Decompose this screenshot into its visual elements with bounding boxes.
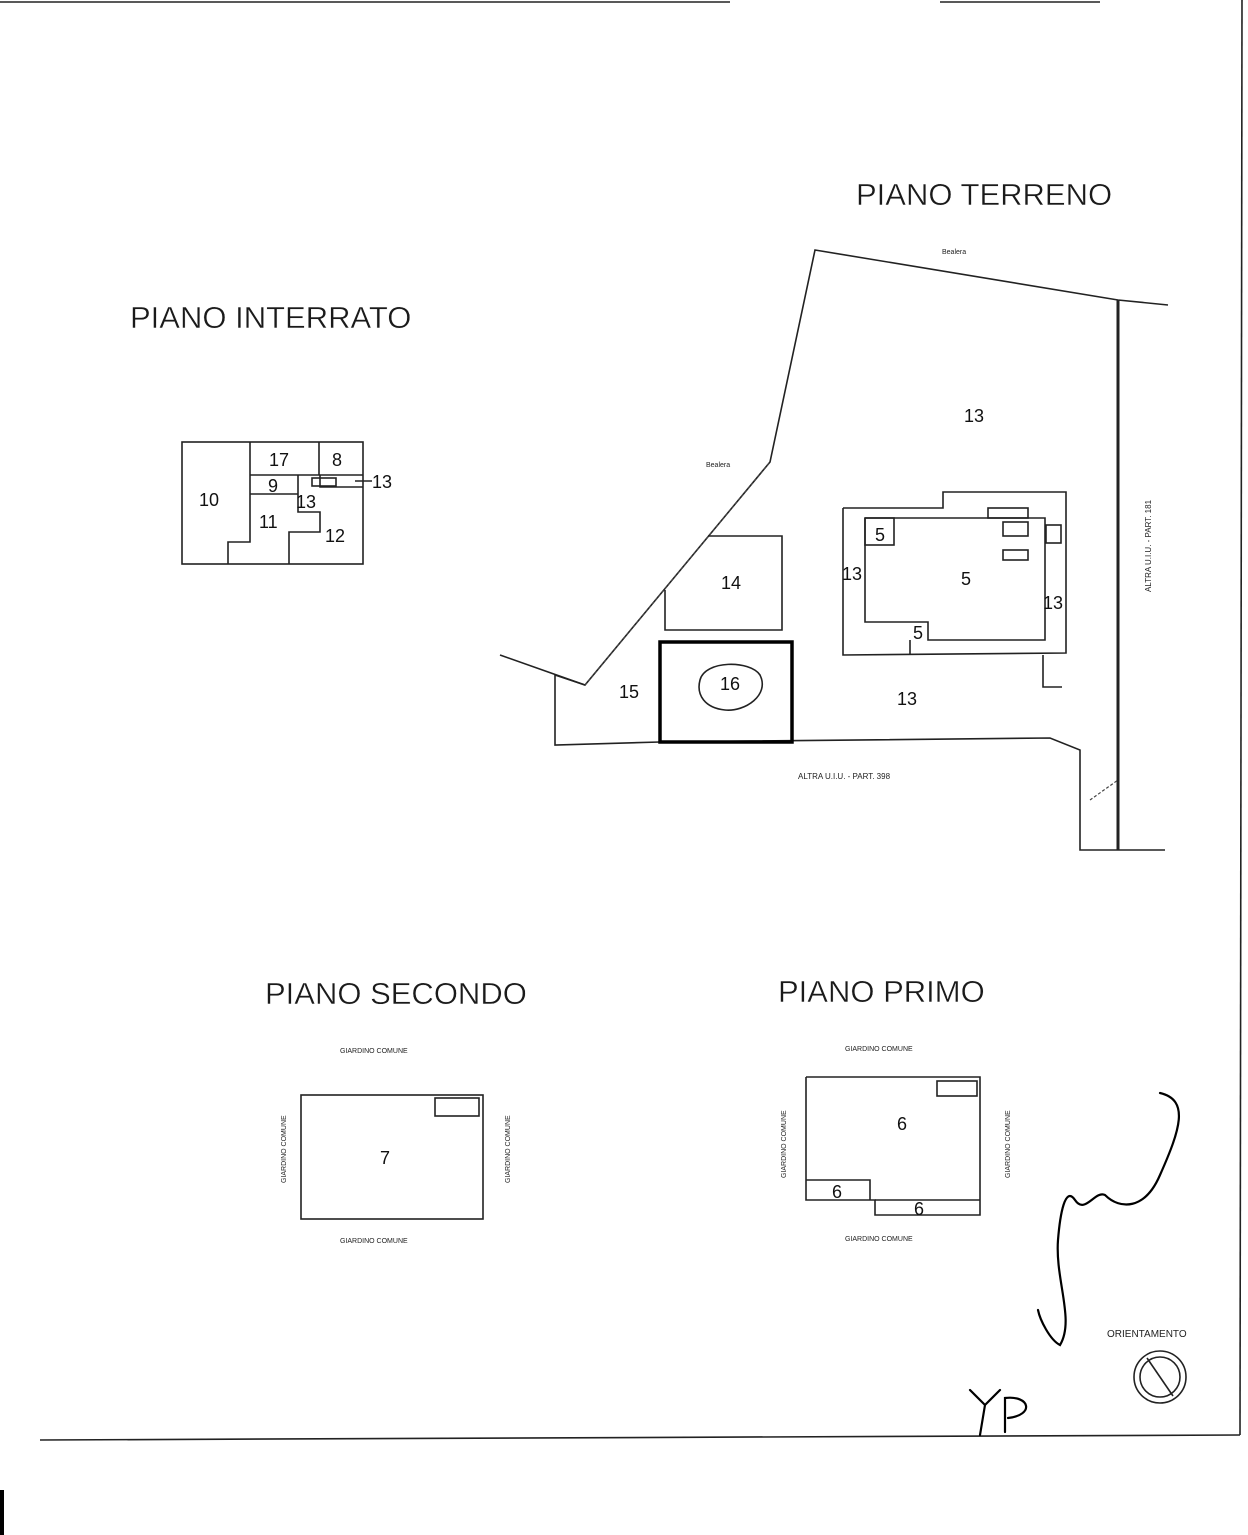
piano-primo-title: PIANO PRIMO [778,974,985,1009]
piano-primo: PIANO PRIMO GIARDINO COMUNE GIARDINO COM… [778,974,1012,1243]
piano-terreno-title: PIANO TERRENO [856,177,1112,212]
signature-stroke [1036,1091,1181,1347]
handwritten-signature [968,1091,1181,1437]
orientation-label: ORIENTAMENTO [1107,1329,1187,1340]
room-label: 13 [1043,593,1063,613]
room-label: 14 [721,573,741,593]
boundary-dashed [584,461,771,686]
piano-secondo: PIANO SECONDO GIARDINO COMUNE GIARDINO C… [265,976,527,1245]
room-label: 10 [199,490,219,510]
label-bealera-top: Bealera [942,249,966,256]
stairs-icon [936,1080,978,1097]
label-giardino-comune: GIARDINO COMUNE [781,1110,788,1178]
stairs-icon [434,1097,480,1117]
label-bealera-left: Bealera [706,462,730,469]
room-label: 16 [720,674,740,694]
room-label: 7 [380,1148,390,1168]
stairs-icon [1045,524,1062,544]
label-giardino-comune: GIARDINO COMUNE [1005,1110,1012,1178]
building-outline [842,491,1067,656]
bottom-border [39,1434,1241,1441]
initials-yp [968,1388,1028,1437]
wall [806,1179,871,1200]
label-part-398: ALTRA U.I.U. - PART. 398 [798,772,891,781]
label-giardino-comune: GIARDINO COMUNE [340,1048,408,1055]
wall [288,475,321,564]
stairs-icon [311,477,337,487]
scan-mark [0,1490,4,1535]
label-giardino-comune: GIARDINO COMUNE [505,1115,512,1183]
piano-secondo-title: PIANO SECONDO [265,976,527,1011]
right-border [1239,0,1243,1436]
area-16-circle [698,663,763,711]
label-giardino-comune: GIARDINO COMUNE [845,1236,913,1243]
room-label: 5 [913,623,923,643]
label-giardino-comune: GIARDINO COMUNE [340,1238,408,1245]
label-part-181: ALTRA U.I.U. - PART. 181 [1144,499,1153,592]
room-label: 6 [897,1114,907,1134]
room-label: 8 [332,450,342,470]
piano-terreno: PIANO TERRENO Bealera Bealera ALTRA U.I.… [499,177,1169,851]
piano-interrato: PIANO INTERRATO 10 17 8 9 13 11 12 13 [130,300,412,565]
stairs-icon [1002,549,1029,561]
boundary-dashed [1089,779,1119,801]
room-label: 15 [619,682,639,702]
room-label: 13 [964,406,984,426]
compass-icon [1133,1350,1187,1404]
label-giardino-comune: GIARDINO COMUNE [845,1046,913,1053]
room-label: 13 [372,472,392,492]
stairs-icon [987,507,1029,519]
building-inner [864,517,1046,641]
room-label: 5 [875,525,885,545]
area-14 [664,535,783,631]
room-label: 6 [914,1199,924,1219]
room-label: 5 [961,569,971,589]
area-16-highlight [658,640,794,744]
wall [319,475,363,488]
site-boundary-top [499,249,1169,686]
site-boundary-bottom [554,673,1165,851]
room-5-small [864,517,895,546]
primo-outline [805,1076,981,1216]
room-label: 13 [842,564,862,584]
room-label: 13 [296,492,316,512]
room-label: 11 [259,512,278,532]
room-label: 6 [832,1182,842,1202]
room-label: 17 [269,450,289,470]
stairs-icon [1002,521,1029,537]
room-label: 12 [325,526,345,546]
room-label: 13 [897,689,917,709]
label-giardino-comune: GIARDINO COMUNE [281,1115,288,1183]
piano-interrato-title: PIANO INTERRATO [130,300,411,335]
room-label: 9 [268,476,278,496]
wall [1042,655,1062,688]
interrato-outline [181,441,364,565]
orientation: ORIENTAMENTO [1107,1329,1187,1404]
secondo-outline [300,1094,484,1220]
wall [227,442,251,564]
